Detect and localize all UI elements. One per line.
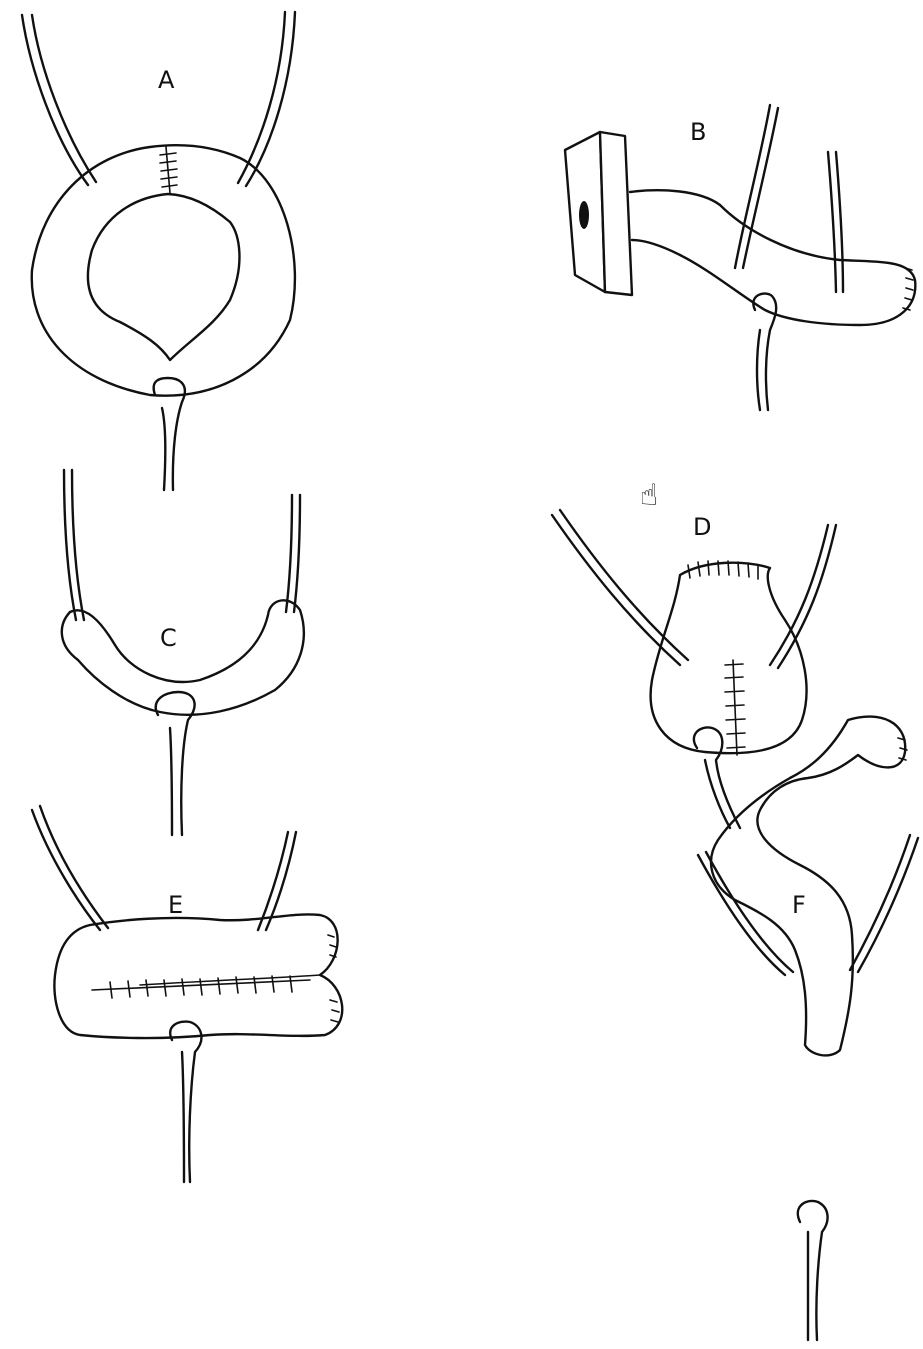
panel-d-stalk (694, 727, 740, 828)
panel-a: A (22, 12, 295, 490)
panel-d-label: D (693, 513, 711, 541)
panel-b-string-4 (836, 152, 843, 292)
panel-b-label: B (690, 118, 706, 146)
panel-c-string-left-2 (72, 470, 84, 620)
panel-e: E (32, 806, 342, 1182)
panel-e-string-left-2 (40, 806, 108, 928)
panel-d-string-right (770, 525, 828, 665)
panel-d-suture-stitches (725, 664, 745, 748)
panel-b-plate-side (600, 132, 632, 295)
panel-c: C (62, 470, 304, 835)
panel-e-string-left (32, 810, 100, 930)
panel-e-stalk (170, 1022, 201, 1182)
panel-f-stalk (798, 1201, 828, 1340)
panel-f-string-left (698, 855, 785, 975)
panel-a-string-left-2 (32, 15, 96, 182)
hand-cursor-icon: ☝ (640, 478, 658, 513)
panel-c-string-right (286, 495, 292, 612)
panel-a-ring-outer (32, 145, 295, 395)
panel-b-string-2 (743, 108, 778, 268)
panel-e-suture-stitches (110, 976, 292, 998)
panel-b-plate-hole (579, 201, 589, 229)
panel-b: B (565, 105, 915, 410)
panel-f-string-left-2 (706, 852, 793, 972)
panel-d-suture-line (733, 660, 737, 755)
panel-f-string-right (850, 835, 910, 970)
panel-b-string-1 (735, 105, 770, 268)
panel-f-string-right-2 (858, 838, 918, 972)
panel-d-string-left-2 (560, 510, 688, 660)
panel-f-tube (711, 717, 905, 1056)
panel-c-label: C (160, 624, 177, 652)
panel-a-label: A (158, 66, 175, 94)
panel-c-string-right-2 (294, 495, 300, 612)
panel-e-label: E (168, 891, 183, 919)
panel-c-body (62, 600, 304, 714)
panel-b-string-3 (828, 152, 836, 292)
panel-f-label: F (792, 891, 806, 919)
panel-b-tube (630, 190, 915, 325)
panel-a-ring-inner (88, 194, 240, 360)
